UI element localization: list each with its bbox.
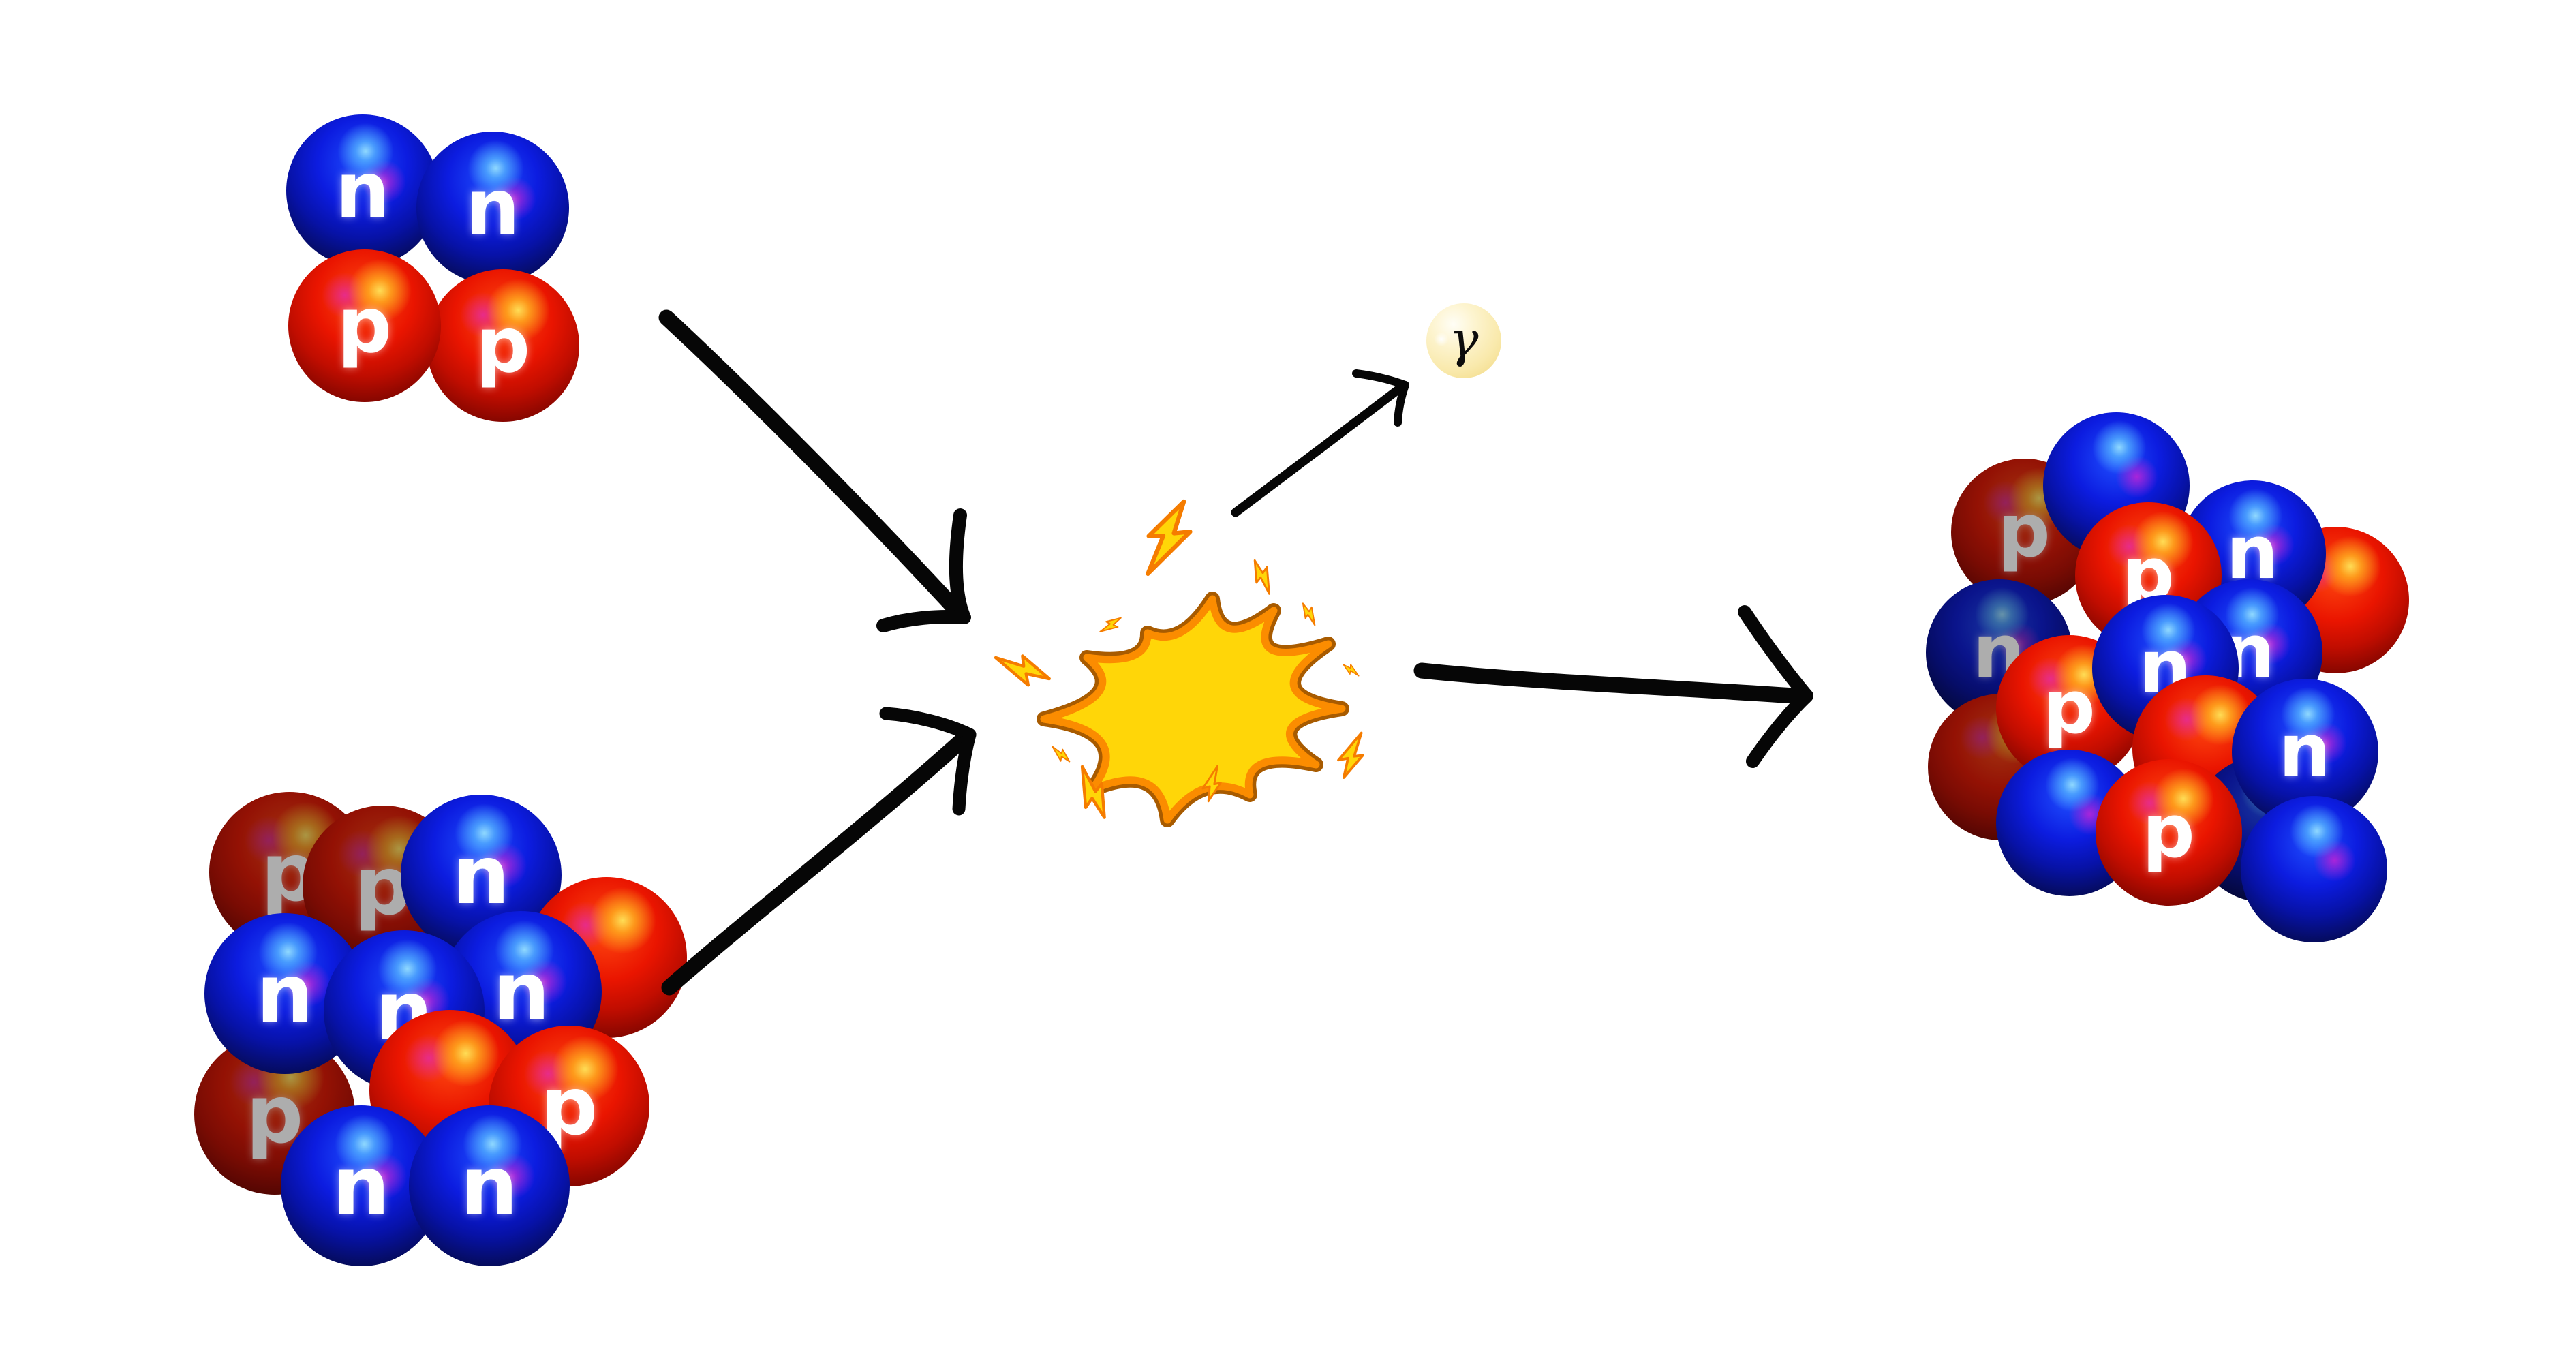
particle-label: p xyxy=(2142,789,2195,874)
particle-label: p xyxy=(337,281,393,370)
neutron-sphere xyxy=(2240,795,2387,942)
proton-sphere: p xyxy=(288,249,441,402)
arrow-explosion-to-product xyxy=(1413,605,1813,768)
arrow-explosion-to-gamma xyxy=(1231,369,1409,517)
proton-sphere: p xyxy=(427,269,579,422)
particle-label: p xyxy=(475,301,531,390)
particle-label: n xyxy=(2278,709,2331,794)
neutron-sphere: n xyxy=(409,1105,570,1266)
neutron-sphere: n xyxy=(416,132,569,284)
particle-label: n xyxy=(335,147,390,235)
particle-label: n xyxy=(452,828,510,922)
particle-label: n xyxy=(465,164,520,252)
particle-label: p xyxy=(1997,489,2051,574)
proton-sphere: p xyxy=(2095,758,2242,906)
particle-label: p xyxy=(2042,665,2096,750)
particle-label: n xyxy=(492,945,550,1039)
gamma-particle: γ xyxy=(1426,303,1501,378)
particle-label: n xyxy=(460,1139,518,1233)
particle-label: n xyxy=(2226,510,2279,596)
gamma-symbol-label: γ xyxy=(1449,311,1479,368)
arrow-small-reactant-to-explosion xyxy=(658,309,971,632)
particle-label: n xyxy=(332,1139,390,1233)
particle-label: n xyxy=(256,947,313,1041)
arrow-large-reactant-to-explosion xyxy=(661,707,977,996)
neutron-sphere: n xyxy=(286,114,439,267)
